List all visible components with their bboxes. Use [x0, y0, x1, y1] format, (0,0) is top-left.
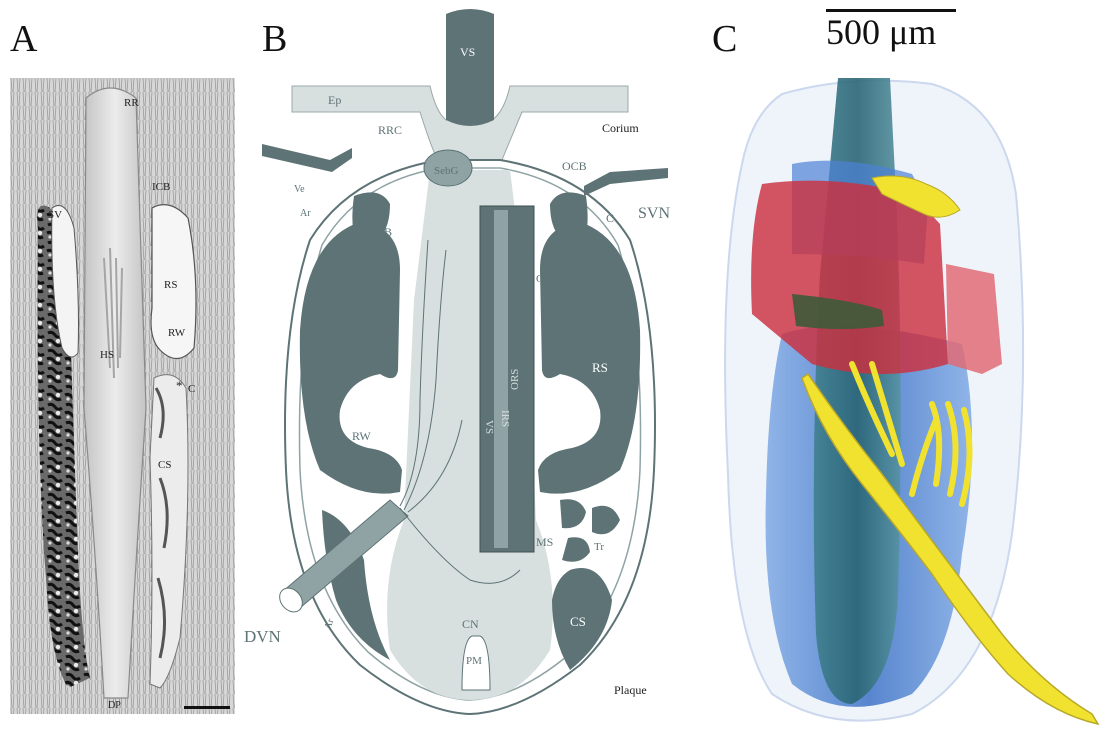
label-ms: MS — [536, 535, 553, 549]
superficial-vessel-right — [584, 168, 668, 196]
label-asterisk: * — [176, 378, 183, 393]
inner-root-sheath — [494, 210, 508, 548]
label-irs: IRS — [499, 410, 511, 427]
label-tr: Tr — [594, 541, 604, 553]
label-corium: Corium — [602, 121, 639, 135]
label-rr: RR — [124, 97, 139, 109]
label-svn: SVN — [638, 205, 670, 222]
label-c: C — [188, 383, 195, 395]
label-hs: HS — [100, 349, 114, 361]
panel-a-histology: RR ICB SV RS RW HS * C CS DP — [10, 78, 235, 714]
label-rs: RS — [164, 279, 177, 291]
panel-b-schematic: VS Ep RRC Corium SebG OCB SVN C ICB GM R… — [240, 0, 690, 739]
label-cs: CS — [158, 459, 171, 471]
panel-c-3d-render — [712, 74, 1108, 738]
label-rrc: RRC — [378, 123, 402, 137]
label-cn: CN — [462, 617, 479, 631]
panel-c-letter: C — [712, 20, 737, 58]
label-pm: PM — [466, 655, 482, 667]
label-plaque: Plaque — [614, 683, 647, 697]
label-cs: CS — [570, 614, 586, 629]
superficial-vessel-left — [262, 144, 352, 172]
label-ar: Ar — [300, 208, 311, 219]
label-c: C — [606, 211, 614, 225]
scale-bar — [184, 706, 230, 709]
label-vs-shaft: VS — [483, 420, 495, 434]
label-ors: ORS — [509, 369, 521, 390]
label-rs: RS — [592, 360, 608, 375]
ring-sinus-right-block — [946, 264, 1002, 374]
label-sv: SV — [48, 209, 62, 221]
scale-bar-label: 500 μm — [826, 14, 936, 50]
label-icb: ICB — [152, 181, 170, 193]
label-dvn: DVN — [244, 627, 281, 646]
panel-a-letter: A — [10, 20, 37, 58]
vibrissa-shaft-top — [446, 9, 494, 126]
label-vs-top: VS — [460, 45, 475, 59]
label-ve: Ve — [294, 184, 305, 195]
label-ocb: OCB — [562, 159, 587, 173]
label-sebg: SebG — [434, 165, 459, 177]
label-dp: DP — [108, 700, 121, 711]
label-icb: ICB — [372, 225, 392, 239]
label-ep: Ep — [328, 93, 341, 107]
label-gm: GM — [536, 273, 554, 285]
label-rw: RW — [168, 327, 186, 339]
label-rw: RW — [352, 429, 371, 443]
